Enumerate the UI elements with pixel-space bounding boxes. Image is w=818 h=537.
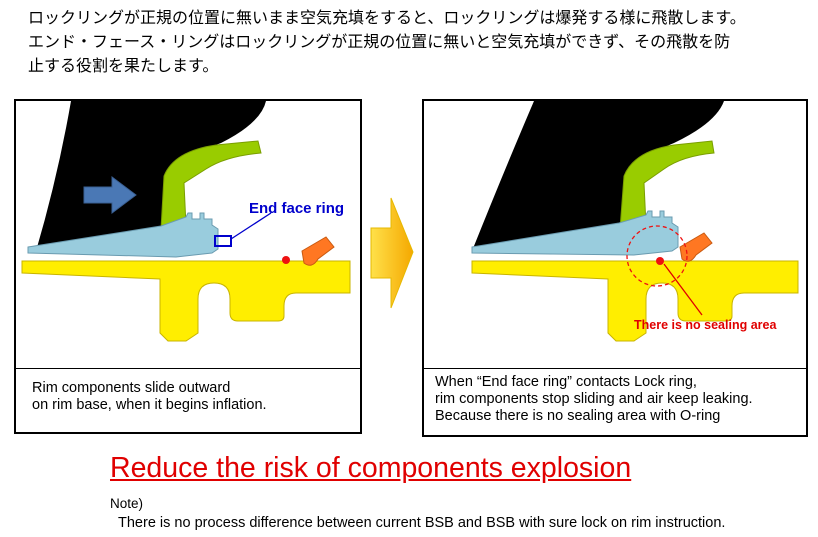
bead-seat-ring	[27, 212, 219, 258]
tire-shape	[472, 101, 724, 251]
diagram-panel-before: End face ring Rim components slide outwa…	[14, 99, 362, 434]
intro-line-2: エンド・フェース・リングはロックリングが正規の位置に無いと空気充填ができず、その…	[28, 32, 731, 51]
lock-ring	[679, 232, 713, 262]
no-seal-leader	[663, 263, 703, 316]
caption-after-line-2: rim components stop sliding and air keep…	[435, 391, 753, 407]
transition-arrow-icon	[370, 197, 414, 309]
caption-after-line-1: When “End face ring” contacts Lock ring,	[435, 374, 697, 390]
side-flange	[619, 140, 715, 230]
note-title: Note)	[110, 496, 144, 511]
intro-line-3: 止する役割を果たします。	[28, 56, 219, 75]
note-text: There is no process difference between c…	[118, 515, 726, 531]
rim-base	[471, 260, 799, 342]
headline: Reduce the risk of components explosion	[110, 452, 632, 484]
no-seal-highlight	[626, 225, 688, 287]
lock-ring	[301, 236, 335, 266]
end-face-ring-leader	[230, 212, 272, 240]
end-face-ring-label: End face ring	[249, 200, 344, 217]
rim-diagram-before: End face ring	[21, 101, 351, 342]
caption-before-line-1: Rim components slide outward	[32, 380, 231, 396]
caption-after: When “End face ring” contacts Lock ring,…	[424, 368, 806, 435]
bead-seat-ring	[471, 210, 679, 256]
side-flange	[160, 140, 262, 230]
no-sealing-label: There is no sealing area	[634, 318, 777, 332]
tire-shape	[36, 101, 266, 251]
o-ring	[656, 257, 664, 265]
caption-before: Rim components slide outward on rim base…	[16, 368, 360, 432]
intro-line-1: ロックリングが正規の位置に無いまま空気充填をすると、ロックリングは爆発する様に飛…	[28, 8, 746, 27]
diagram-panel-after: There is no sealing area When “End face …	[422, 99, 808, 437]
end-face-ring-marker	[214, 235, 232, 247]
caption-after-line-3: Because there is no sealing area with O-…	[435, 408, 721, 424]
intro-text: ロックリングが正規の位置に無いまま空気充填をすると、ロックリングは爆発する様に飛…	[28, 6, 808, 78]
o-ring	[282, 256, 290, 264]
push-arrow-icon	[83, 176, 137, 214]
rim-diagram-after: There is no sealing area	[471, 101, 799, 342]
caption-before-line-2: on rim base, when it begins inflation.	[32, 397, 267, 413]
rim-base	[21, 260, 351, 342]
